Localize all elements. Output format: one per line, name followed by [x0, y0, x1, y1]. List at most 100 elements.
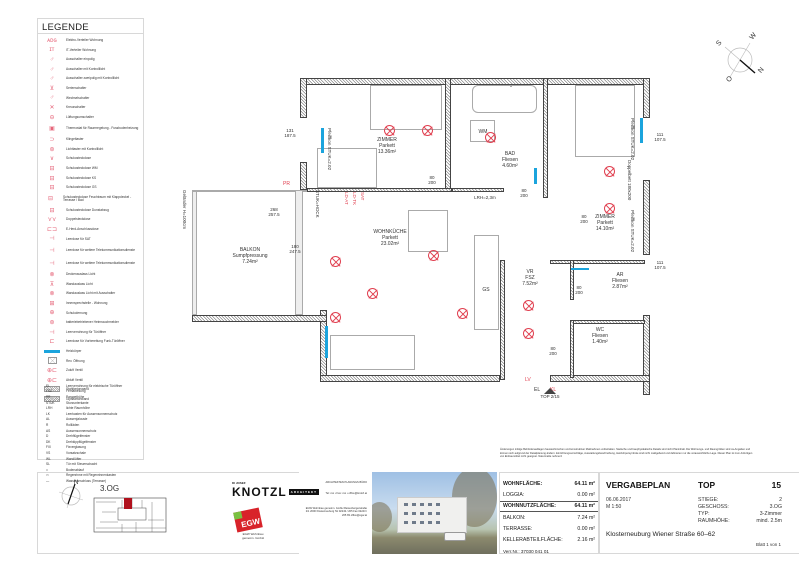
- legend-symbol-icon: ⊣: [49, 247, 55, 254]
- field-raumhoehe: RAUMHÖHE:mind. 2.5m: [698, 518, 782, 524]
- legend-symbol-icon: ⊏: [49, 339, 55, 346]
- ceiling-light-icon: [523, 328, 534, 339]
- area-row-loggia: LOGGIA:0.00 m²: [503, 491, 595, 498]
- legend-item: ⊛batteriebetriebener Heimrauchmelder: [38, 318, 143, 328]
- floor-label: 3.OG: [100, 484, 120, 493]
- lrh-label: LRH=2,3m: [474, 195, 496, 200]
- legend-symbol-icon: ♂: [49, 56, 55, 63]
- ld-tk-label: LD-TK: [352, 192, 357, 206]
- wall-top: [300, 78, 650, 85]
- legend-label: Wechselschalter: [66, 95, 90, 100]
- top-label: TOP: [698, 480, 716, 490]
- ld-at-label: LD-AT: [344, 192, 349, 205]
- legend-label: Doppelsteckdose: [66, 217, 91, 222]
- radiator-zimmer1: [321, 128, 324, 153]
- architect-info: ARCHITEKTEN PLANUNGS BÜRO Tel: xxx • Fax…: [325, 481, 367, 496]
- bed-zimmer2: [575, 85, 635, 157]
- wall-wc-top: [570, 320, 645, 324]
- architect-name: KNOTZL: [232, 485, 287, 499]
- abbreviation-value: Vorsatzschale: [66, 450, 86, 455]
- svg-text:N: N: [74, 480, 78, 486]
- radiator-label-2: Pfeiffkon STUK=2.02: [630, 118, 635, 161]
- legend-symbol-icon: ⊟: [49, 175, 55, 182]
- legend-symbol-icon: [38, 356, 66, 366]
- abbreviation-row: ▭Regenrinne mit Regenrinnenkasten: [38, 473, 143, 479]
- legend-label: Ausschalter mit Kontrolllicht: [66, 66, 106, 71]
- abbreviation-key: LRH: [46, 406, 53, 411]
- legend-item: ⊟Schukosteckdose GS: [38, 183, 143, 193]
- area-table: WOHNFLÄCHE:64.11 m² LOGGIA:0.00 m² WOHNN…: [499, 472, 599, 554]
- abbreviation-key: STUK: [46, 400, 55, 405]
- apartment-entrance-marker: TOP 2/15: [535, 388, 565, 399]
- legend-symbol-icon: ⊃: [49, 137, 55, 144]
- abbreviation-row: —Wasseranschluss (Terrasse): [38, 478, 143, 484]
- legend-item: ♂Ausschalter zweipolig mit Kontrolllicht: [38, 74, 143, 84]
- balcony-line: [192, 190, 307, 192]
- legend-symbol-icon: ♂: [49, 66, 55, 73]
- abbreviation-key: PR: [46, 394, 51, 399]
- legend-item: ⊟Schukosteckdose WM: [38, 164, 143, 174]
- abbreviation-value: Rollläden: [66, 422, 80, 427]
- abbreviation-key: AL: [46, 417, 50, 422]
- ceiling-light-icon: [422, 125, 433, 136]
- ceiling-light-icon: [428, 250, 439, 261]
- site-plan-thumbnail: [93, 497, 167, 533]
- legend-symbol-icon: [38, 349, 66, 355]
- legend-item: ✕Kreuzschalter: [38, 103, 143, 113]
- legend-label: Schukolernung: [66, 310, 88, 315]
- legend-label: IT-Verteiler Wohnung: [66, 47, 96, 52]
- legend-item: ♂ Ausschalter mit Kontrolllicht: [38, 65, 143, 75]
- legend-label: Innensprechstelle - Wohnung: [66, 301, 108, 306]
- abbreviation-value: Aussensonnenschutz: [66, 428, 97, 433]
- legend-symbol-icon: ⊛: [49, 146, 55, 153]
- abbreviation-value: Wandlüfter: [66, 456, 82, 461]
- abbreviation-value: Drehkippflügelfenster: [66, 439, 97, 444]
- legend-label: Leerdose für SAT: [66, 236, 91, 241]
- legend-item: ⊛Lichttaster mit Kontrolllicht: [38, 145, 143, 155]
- legend-label: Schukosteckdose Feuchtraum mit Klappdeck…: [63, 194, 132, 203]
- sofa: [330, 335, 415, 370]
- legend-label: Ausschalter zweipolig mit Kontrolllicht: [66, 76, 120, 81]
- legend-symbol-icon: ⊟: [49, 165, 55, 172]
- wall-bad-right: [543, 78, 548, 198]
- legend-item: ⊟Schukosteckdose Feuchtraum mit Klappdec…: [38, 193, 143, 206]
- legend-item: ♂ Ausschalter einpolig: [38, 55, 143, 65]
- legend-item: ♂Wechselschalter: [38, 94, 143, 104]
- abbreviation-value: Leerkasten für Aussensonnenschutz: [66, 411, 118, 416]
- legend-item: ∨Schukosteckdose: [38, 155, 143, 165]
- legend-item: ⊣Leerverrohrung für Türöffner: [38, 328, 143, 338]
- wall-zimmer1-bottom: [307, 188, 452, 192]
- legend-item: ⊕⊏Abluft Ventil: [38, 376, 143, 386]
- ceiling-light-icon: [330, 312, 341, 323]
- kitchen: [474, 235, 499, 330]
- bed-label: Doppelbett 180x200: [627, 160, 632, 201]
- legend-symbol-icon: ⊻: [49, 85, 55, 92]
- legend-item: ⊟Schukosteckdose Dunstabzug: [38, 206, 143, 216]
- compass-icon: [724, 42, 756, 78]
- legend-symbol-icon: ✕: [49, 104, 55, 111]
- legend-label: Rev. Öffnung: [66, 358, 85, 363]
- legend-symbol-icon: ▣: [49, 125, 55, 132]
- legend-label: Ausschalter einpolig: [66, 57, 95, 62]
- abbreviation-value: Sturzunterkante: [66, 400, 89, 405]
- title-block: VERGABEPLAN TOP 15 06.06.2017 M 1:50 STI…: [599, 472, 799, 554]
- sheet-number: Blatt 1 von 1: [755, 542, 781, 547]
- abbreviation-value: Parapethöhe: [66, 394, 85, 399]
- area-row-wohnflaeche: WOHNFLÄCHE:64.11 m²: [503, 480, 595, 487]
- wall-bad-bottom: [452, 188, 504, 192]
- abbreviation-key: SL: [46, 462, 50, 467]
- legend-item: ⊃Klingeltaster: [38, 135, 143, 145]
- top-number: 15: [771, 480, 781, 490]
- legend-label: Heizkörper: [66, 348, 82, 353]
- legend-symbol-icon: ⊼: [49, 281, 55, 288]
